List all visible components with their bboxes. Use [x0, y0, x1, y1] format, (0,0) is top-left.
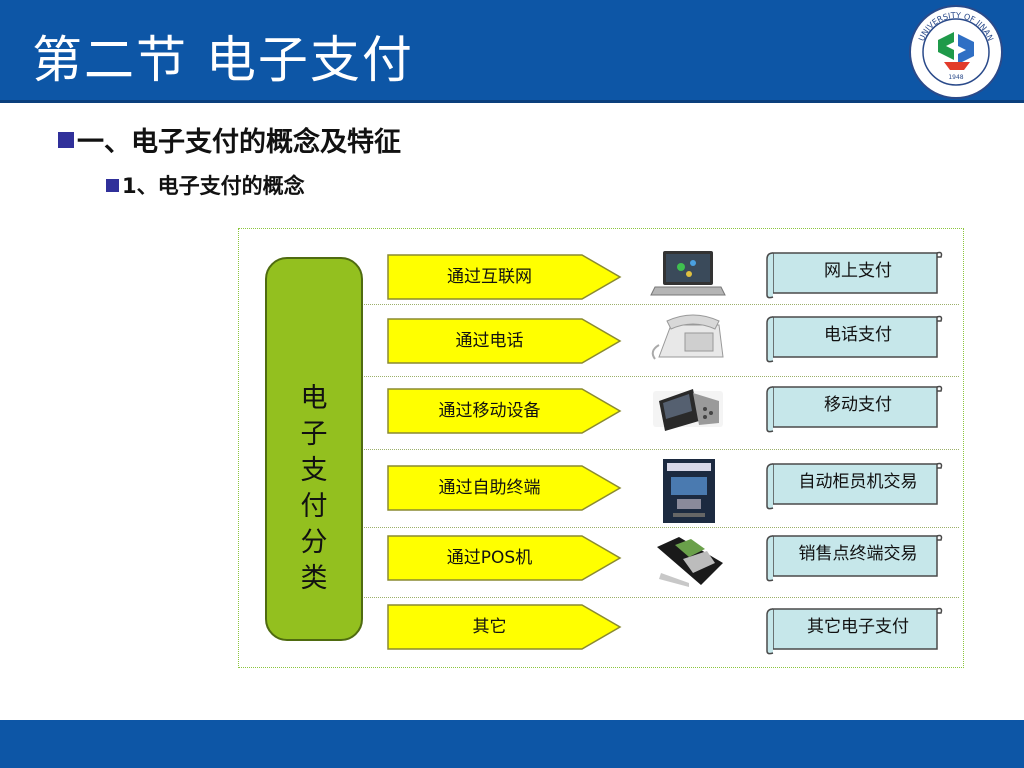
category-label-char: 分: [300, 527, 328, 558]
arrow-shape: [387, 318, 622, 364]
slide-title: 第二节 电子支付: [32, 31, 414, 89]
payment-type-scroll: 移动支付: [765, 383, 945, 433]
arrow-shape: [387, 604, 622, 650]
channel-label: 通过自助终端: [438, 478, 541, 498]
mobile-phone-icon: [653, 389, 723, 431]
payment-type-scroll: 销售点终端交易: [765, 532, 945, 582]
category-label-char: 支: [300, 455, 328, 486]
university-logo: 1948 UNIVERSITY OF JINAN: [909, 5, 1003, 99]
scroll-shape: [766, 534, 943, 582]
scroll-shape: [766, 462, 943, 510]
arrow-shape: [387, 254, 622, 300]
row-separator: [359, 376, 959, 377]
payment-type-label: 网上支付: [824, 261, 892, 281]
arrow-shape: [387, 388, 622, 434]
row-separator: [359, 597, 959, 598]
payment-type-scroll: 自动柜员机交易: [765, 460, 945, 510]
payment-type-label: 自动柜员机交易: [798, 472, 918, 492]
scroll-shape: [766, 251, 943, 299]
scroll-shape: [766, 607, 943, 655]
atm-terminal-icon: [663, 459, 715, 523]
payment-type-scroll: 其它电子支付: [765, 605, 945, 655]
channel-arrow: 其它: [387, 604, 622, 650]
payment-type-label: 销售点终端交易: [798, 544, 918, 564]
channel-arrow: 通过移动设备: [387, 388, 622, 434]
bullet-level2-text: 1、电子支付的概念: [122, 174, 305, 198]
payment-type-label: 移动支付: [824, 395, 892, 415]
payment-type-label: 其它电子支付: [807, 617, 909, 637]
bullet-level2: 1、电子支付的概念: [106, 170, 305, 200]
slide-header: 第二节 电子支付 1948 UNIVERSITY OF JINAN: [0, 0, 1024, 103]
category-label-char: 电: [300, 383, 328, 414]
channel-label: 通过POS机: [446, 548, 533, 568]
channel-label: 通过电话: [455, 331, 524, 351]
category-label-char: 付: [300, 491, 328, 522]
row-separator: [359, 449, 959, 450]
payment-type-scroll: 网上支付: [765, 249, 945, 299]
bullet-square-icon: [106, 178, 119, 192]
category-label-char: 子: [300, 419, 328, 450]
channel-arrow: 通过互联网: [387, 254, 622, 300]
bullet-level1: 一、电子支付的概念及特征: [58, 120, 401, 159]
channel-label: 通过移动设备: [438, 401, 541, 421]
scroll-shape: [766, 385, 943, 433]
scroll-shape: [766, 315, 943, 363]
channel-arrow: 通过POS机: [387, 535, 622, 581]
bullet-level1-text: 一、电子支付的概念及特征: [77, 127, 401, 158]
channel-label: 其它: [472, 617, 507, 637]
payment-type-scroll: 电话支付: [765, 313, 945, 363]
payment-classification-diagram: 电子支付分类 通过互联网 网上支付 通过电话 电话支付 通过移动设备: [238, 228, 964, 668]
logo-year: 1948: [948, 74, 963, 81]
payment-type-label: 电话支付: [824, 325, 892, 345]
bullet-square-icon: [58, 131, 74, 148]
arrow-shape: [387, 535, 622, 581]
category-label: 电子支付分类: [267, 381, 361, 597]
pos-machine-icon: [657, 537, 723, 587]
laptop-icon: [650, 251, 726, 296]
category-label-char: 类: [300, 563, 328, 594]
telephone-icon: [651, 314, 724, 360]
channel-arrow: 通过自助终端: [387, 465, 622, 511]
row-separator: [359, 527, 959, 528]
arrow-shape: [387, 465, 622, 511]
channel-label: 通过互联网: [447, 267, 532, 287]
row-separator: [359, 304, 959, 305]
category-box: 电子支付分类: [265, 257, 363, 641]
slide-footer: [0, 720, 1024, 768]
channel-arrow: 通过电话: [387, 318, 622, 364]
